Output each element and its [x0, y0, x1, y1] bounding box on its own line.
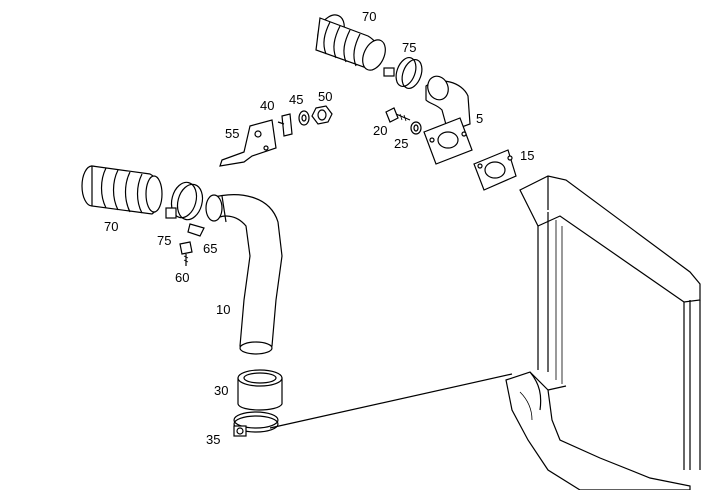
sleeve-30	[237, 369, 283, 411]
label-10: 10	[216, 302, 230, 317]
leader-line-35	[269, 373, 513, 429]
label-50: 50	[318, 89, 332, 104]
label-30: 30	[214, 383, 228, 398]
clamp-75-left	[165, 181, 204, 221]
label-15: 15	[520, 148, 534, 163]
charge-pipe-10	[205, 194, 283, 355]
gasket-15	[473, 149, 517, 191]
label-5: 5	[476, 111, 483, 126]
label-40: 40	[260, 98, 274, 113]
hose-70-top	[315, 14, 386, 71]
label-55: 55	[225, 126, 239, 141]
label-70-top: 70	[362, 9, 376, 24]
label-35: 35	[206, 432, 220, 447]
screw-40	[277, 113, 293, 137]
washer-45	[298, 110, 310, 126]
clamp-75-top	[383, 56, 423, 90]
label-60: 60	[175, 270, 189, 285]
elbow-5	[423, 75, 473, 165]
label-25: 25	[394, 136, 408, 151]
intercooler	[505, 175, 701, 490]
bolt-60	[179, 241, 193, 266]
bracket-55	[219, 119, 277, 167]
hose-70-left	[81, 165, 163, 215]
nut-50	[311, 105, 333, 125]
label-75-top: 75	[402, 40, 416, 55]
label-75-left: 75	[157, 233, 171, 248]
label-65: 65	[203, 241, 217, 256]
bolt-20	[385, 107, 411, 123]
label-20: 20	[373, 123, 387, 138]
ring-25	[410, 121, 422, 135]
label-70-left: 70	[104, 219, 118, 234]
clamp-35	[233, 411, 279, 437]
label-45: 45	[289, 92, 303, 107]
clip-65	[187, 223, 205, 237]
